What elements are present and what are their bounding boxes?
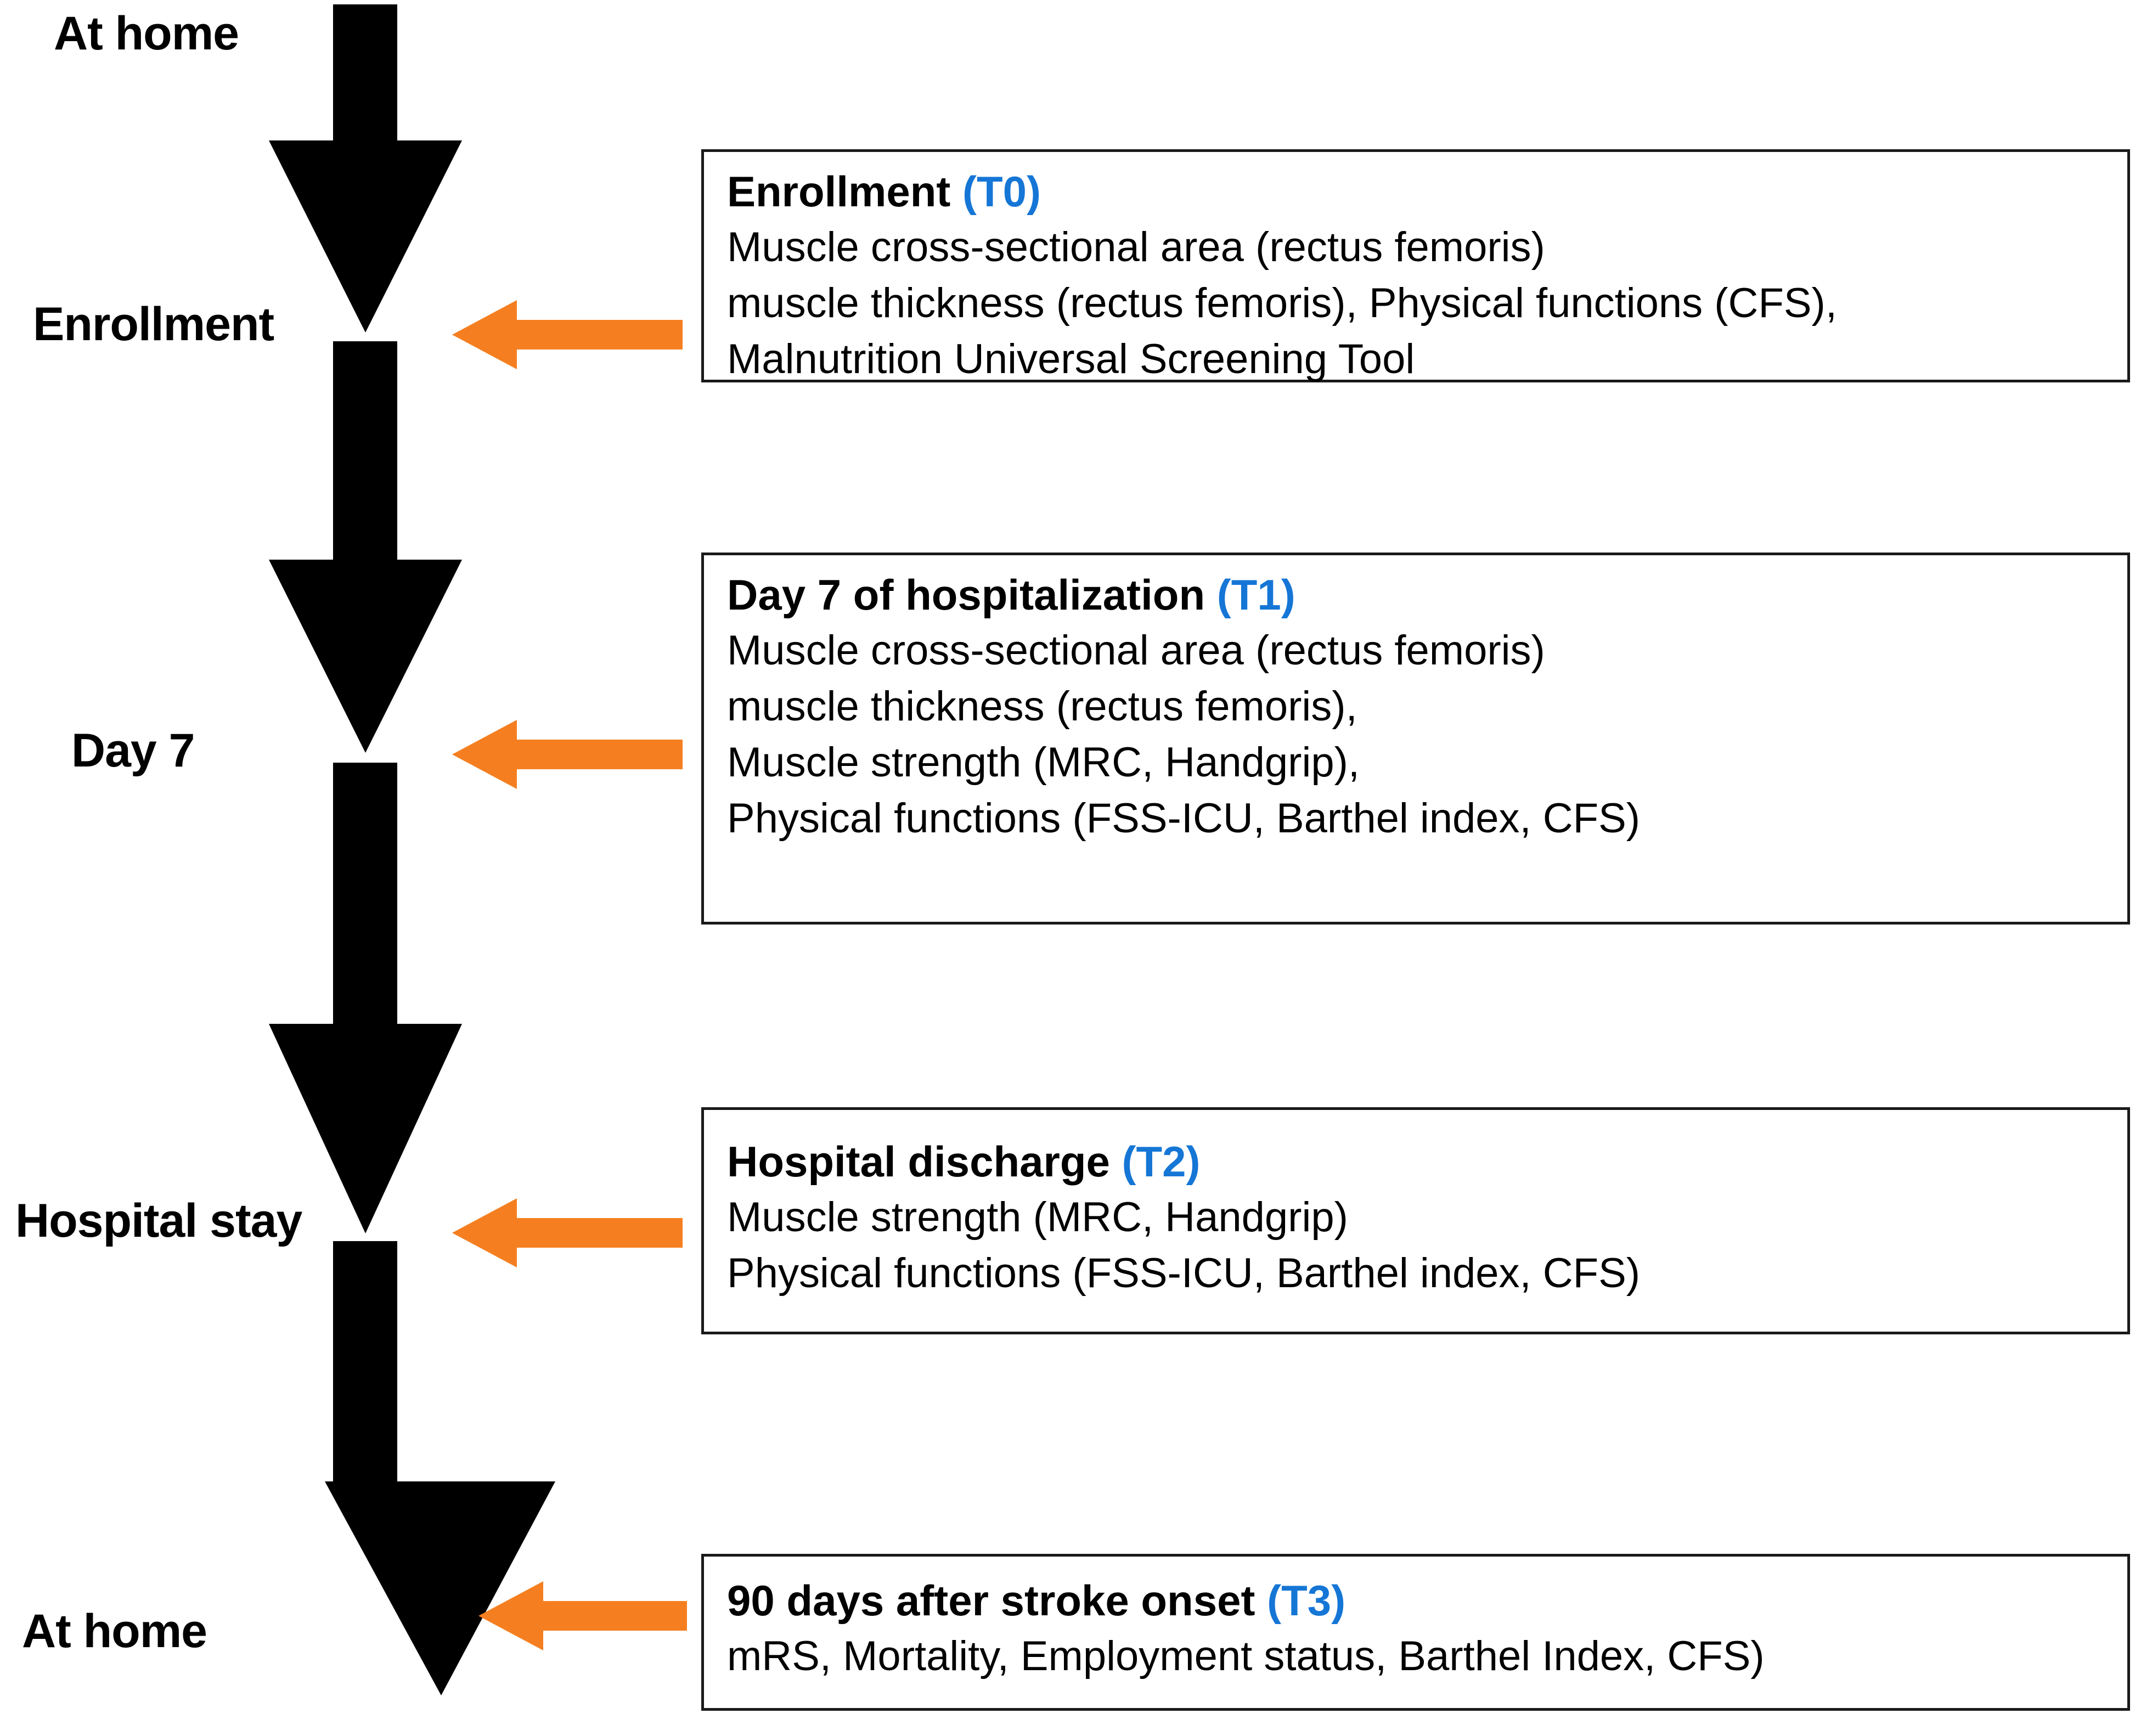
info-box-t1-title: Day 7 of hospitalization (T1) [727,567,2127,623]
flow-arrow-shaft-2 [333,341,397,561]
orange-connector-arrow-t3 [478,1580,687,1652]
info-box-t1: Day 7 of hospitalization (T1) Muscle cro… [701,553,2130,925]
info-box-t0-line-3: Malnutrition Universal Screening Tool [727,336,1415,383]
flow-arrow-shaft-4 [333,1241,397,1484]
left-arrow-icon [452,720,683,789]
orange-connector-arrow-t2 [452,1197,683,1269]
stage-label-at-home-top: At home [54,7,239,60]
info-box-t0-line-1: Muscle cross-sectional area (rectus femo… [727,224,1545,271]
flow-arrow-head-2 [269,560,462,753]
info-box-t3-timepoint: (T3) [1267,1576,1346,1625]
info-box-t0-title-text: Enrollment [727,167,951,216]
info-box-t1-line-1: Muscle cross-sectional area (rectus femo… [727,627,1545,674]
info-box-t2-timepoint: (T2) [1122,1137,1201,1186]
stage-label-hospital-stay: Hospital stay [15,1194,302,1247]
orange-connector-arrow-t1 [452,719,683,790]
down-arrowhead-icon [269,560,462,753]
info-box-t3-line-1: mRS, Mortality, Employment status, Barth… [727,1633,1765,1680]
info-box-t1-line-3: Muscle strength (MRC, Handgrip), [727,739,1360,786]
info-box-t0-title: Enrollment (T0) [727,164,2127,219]
info-box-t2-line-1: Muscle strength (MRC, Handgrip) [727,1194,1348,1241]
stage-label-at-home-bottom: At home [22,1605,207,1658]
down-arrowhead-icon [325,1481,555,1695]
stage-label-day-7: Day 7 [71,724,195,777]
info-box-t0-timepoint: (T0) [962,167,1041,216]
flow-arrow-head-1 [269,140,462,332]
info-box-t1-timepoint: (T1) [1216,571,1295,619]
info-box-t1-line-2: muscle thickness (rectus femoris), [727,683,1357,730]
info-box-t3-title: 90 days after stroke onset (T3) [727,1573,2127,1628]
info-box-t0-line-2: muscle thickness (rectus femoris), Physi… [727,280,1837,327]
flow-arrow-head-3 [269,1024,462,1233]
info-box-t3-title-text: 90 days after stroke onset [727,1576,1255,1625]
down-arrowhead-icon [269,1024,462,1233]
left-arrow-icon [452,1198,683,1267]
info-box-t3: 90 days after stroke onset (T3) mRS, Mor… [701,1554,2130,1711]
orange-connector-arrow-t0 [452,299,683,370]
info-box-t2-title-text: Hospital discharge [727,1137,1110,1186]
info-box-t1-line-4: Physical functions (FSS-ICU, Barthel ind… [727,794,1641,842]
info-box-t2-line-2: Physical functions (FSS-ICU, Barthel ind… [727,1250,1641,1297]
left-arrow-icon [478,1581,687,1650]
flow-arrow-shaft-3 [333,763,397,1025]
info-box-t2: Hospital discharge (T2) Muscle strength … [701,1107,2130,1334]
stage-label-enrollment: Enrollment [33,298,274,351]
down-arrowhead-icon [269,140,462,332]
flow-arrow-head-4 [325,1481,555,1695]
info-box-t2-title: Hospital discharge (T2) [727,1134,2127,1190]
info-box-t0: Enrollment (T0) Muscle cross-sectional a… [701,149,2130,382]
left-arrow-icon [452,300,683,369]
flow-arrow-shaft-1 [333,4,397,142]
info-box-t1-title-text: Day 7 of hospitalization [727,571,1205,619]
